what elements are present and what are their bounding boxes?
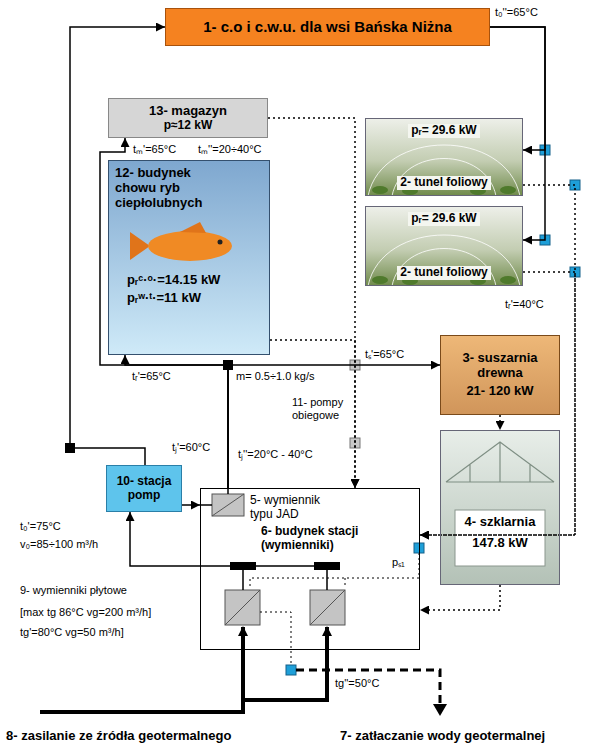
valve-symbol [286,665,296,675]
supply-pipe [490,27,545,150]
node-title: 12- budynek chowu ryb ciepłolubnych [115,166,221,211]
node-title: 3- suszarnia drewna [445,351,555,381]
node-value: 2- tunel foliowy [397,176,490,190]
tunnel-hoops [368,235,520,286]
greenhouse-box: 4- szklarnia 147.8 kW [440,430,560,585]
return-pipe [499,415,501,430]
pump-symbol [314,562,340,570]
supply-pipe [130,512,200,566]
part-name: 8- zasilanie ze źródła geotermalnego [6,728,231,744]
supply-pipe [70,27,165,465]
return-pipe [420,585,500,610]
exchanger-diagonal [225,590,260,625]
return-pipe [250,553,419,588]
jad-exchanger [212,494,244,516]
pump-symbol [230,562,256,570]
flow-label: v₀=85÷100 m³/h [20,538,98,551]
supply-pipe [182,504,200,506]
station-building-box: 6- budynek stacji (wymienniki) [200,488,420,650]
temperature-label: tⱼ'=60°C [172,441,210,454]
temperature-label: tⱼ''=20°C - 40°C [238,448,313,461]
return-pipe [270,340,355,488]
node-title: 4- szklarnia [465,515,536,530]
arrow-head [433,704,447,716]
fish-tail [130,232,150,260]
supply-pipe [228,365,440,488]
temperature-label: tg''=50°C [335,677,379,690]
fish-fin [180,222,206,233]
return-pipe [268,118,355,488]
foil-tunnel-box: pᵣ= 29.6 kW 2- tunel foliowy [365,118,523,196]
temperature-label: tᵣ'=40°C [505,298,544,311]
exchanger-diagonal [212,494,244,516]
greenhouse-photo [440,430,560,585]
node-title: pᵣ= 29.6 kW [408,124,479,138]
pump-station-box: 10- stacja pomp [106,465,182,512]
temperature-label: tₛ'=65°C [365,348,404,361]
temperature-label: t₀'=75°C [20,520,61,533]
pump-label: pₛ₁ [392,556,405,569]
node-value: 147.8 kW [472,536,528,551]
part-name: 5- wymiennik typu JAD [250,493,335,522]
fish-body [148,231,232,261]
plate-exchanger [310,590,345,625]
tunnel-hoops [368,145,520,196]
part-name: 11- pompy obiegowe [292,396,350,422]
flow-label: m= 0.5÷1.0 kg/s [236,370,315,383]
part-name: 7- zatłaczanie wody geotermalnej [340,728,545,744]
temperature-label: tₘ''=20÷40°C [198,143,262,156]
fish-eye [218,240,223,245]
temperature-label: t₀''=65°C [495,6,538,19]
arrow-head [238,626,332,636]
supply-pipe [100,138,228,488]
tunnel-photo [365,118,523,196]
node-title: pᵣ= 29.6 kW [408,212,479,226]
pipe [200,504,212,506]
node-title: 6- budynek stacji (wymienniki) [261,525,399,553]
tunnel-photo [365,206,523,286]
supply-pipe [490,27,545,240]
greenhouse-panel [455,510,545,566]
storage-box: 13- magazynp≈12 kW [108,98,268,138]
fish-farm-box: 12- budynek chowu ryb ciepłolubnych pᵣᶜ·ᵒ… [108,160,270,355]
node-title: 1- c.o i c.w.u. dla wsi Bańska Niżna [203,18,452,35]
wood-dryer-box: 3- suszarnia drewna 21- 120 kW [440,335,560,415]
return-pipe [420,185,575,535]
node-value: 2- tunel foliowy [397,266,490,280]
plate-exchanger [225,590,260,625]
return-pipe [420,272,575,535]
node-value: pᵣʷ·ᵗ·=11 kW [115,291,221,306]
node-title: 10- stacja pomp [110,475,178,503]
valve-symbol [414,543,424,553]
temperature-label: tₘ'=65°C [133,143,176,156]
foil-tunnel-box: pᵣ= 29.6 kW 2- tunel foliowy [365,206,523,286]
node-value: 21- 120 kW [466,384,533,399]
parameter-label: [max tg 86°C vg=200 m³/h] [20,606,151,619]
part-name: 9- wymienniki płytowe [20,584,127,597]
parameter-label: tg'=80°C vg=50 m³/h] [20,626,124,639]
geothermal-supply [40,627,327,712]
injection-pipe [296,670,440,706]
greenhouse-frame [446,442,554,482]
wood-dryer-photo [440,335,560,415]
fish-building-ground [108,160,270,355]
consumer-box: 1- c.o i c.w.u. dla wsi Bańska Niżna [165,8,490,46]
node-value: pᵣᶜ·ᵒ·=14.15 kW [115,273,221,288]
fish-picture [130,222,232,261]
node-title: 13- magazyn [149,104,227,119]
temperature-label: tᵣ'=65°C [132,370,171,383]
return-pipe [260,612,291,665]
exchanger-diagonal [310,590,345,625]
node-value: p≈12 kW [164,119,213,133]
